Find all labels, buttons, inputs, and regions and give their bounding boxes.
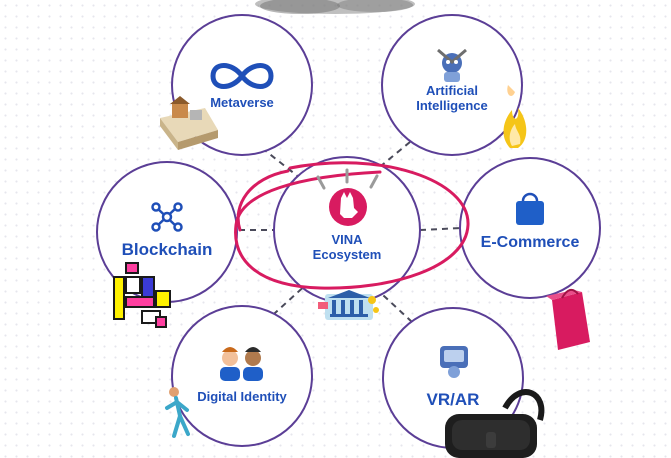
sparkle-marks bbox=[316, 168, 379, 190]
circle-identity bbox=[171, 305, 313, 447]
vr-headset-icon bbox=[445, 389, 545, 458]
blocks-decoration bbox=[113, 262, 171, 328]
circle-ai bbox=[381, 14, 523, 156]
center-subtitle: Ecosystem bbox=[312, 246, 382, 262]
ai-label-line2: Intelligence bbox=[416, 97, 488, 113]
highlight-scribble bbox=[234, 161, 470, 290]
connector-ecommerce bbox=[419, 227, 463, 231]
robot-icon bbox=[437, 48, 467, 82]
center-label: VINA Ecosystem bbox=[297, 232, 397, 263]
shopping-bag-icon bbox=[516, 192, 544, 225]
smoke-cloud bbox=[255, 0, 415, 14]
metaverse-label: Metaverse bbox=[210, 95, 274, 110]
identity-label: Digital Identity bbox=[197, 389, 287, 404]
connector-ai bbox=[369, 141, 411, 176]
circle-ecommerce bbox=[459, 157, 601, 299]
vina-logo-icon bbox=[329, 188, 367, 226]
ecommerce-label: E-Commerce bbox=[480, 234, 580, 251]
center-title: VINA bbox=[331, 232, 363, 247]
ai-label: Artificial Intelligence bbox=[392, 83, 512, 114]
vrar-label: VR/AR bbox=[426, 390, 480, 409]
connector-identity bbox=[264, 282, 309, 323]
fire-decoration bbox=[503, 85, 527, 148]
house-decoration bbox=[160, 96, 218, 150]
vr-person-icon bbox=[440, 346, 468, 378]
infinity-icon bbox=[210, 63, 274, 89]
pink-bag-decoration bbox=[546, 288, 590, 350]
network-nodes-icon bbox=[151, 202, 183, 232]
people-icon bbox=[220, 347, 263, 381]
bank-icon bbox=[318, 290, 379, 320]
ai-label-line1: Artificial bbox=[425, 83, 478, 98]
person-decoration bbox=[165, 387, 190, 438]
blockchain-label: Blockchain bbox=[121, 240, 213, 259]
